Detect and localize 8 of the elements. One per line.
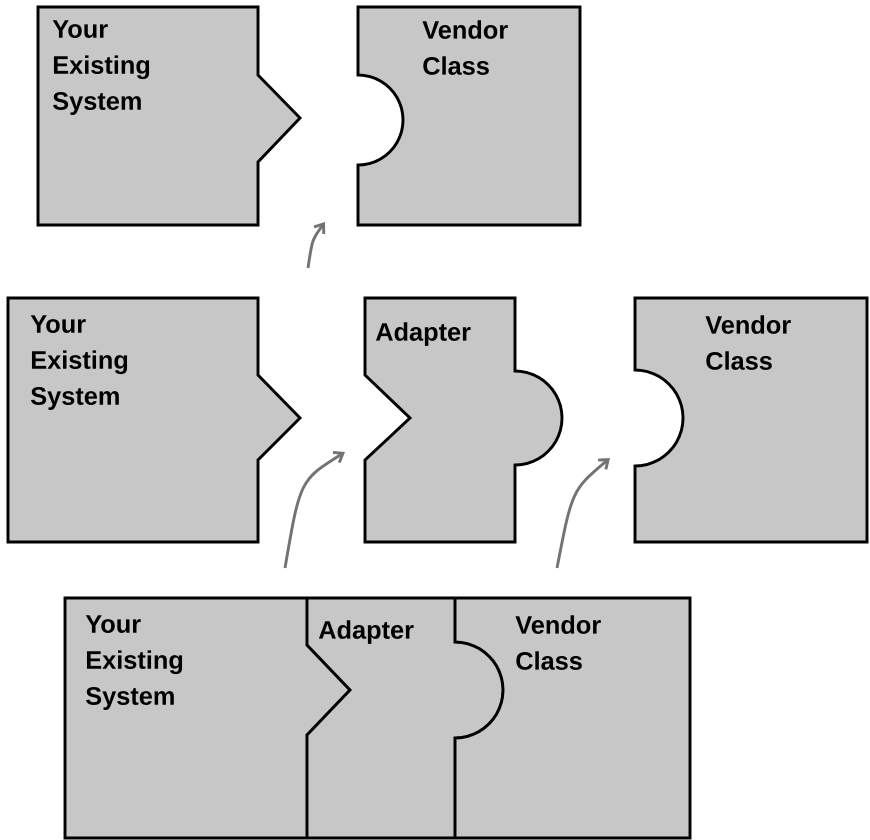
puzzle-piece: Your Existing System (36, 6, 302, 226)
puzzle-piece: Vendor Class (454, 596, 692, 840)
puzzle-piece: Your Existing System (6, 296, 302, 544)
puzzle-piece: Vendor Class (356, 6, 582, 226)
node-label: Your Existing System (86, 615, 182, 710)
puzzle-piece: Vendor Class (634, 296, 868, 544)
puzzle-piece: Adapter (364, 296, 564, 544)
puzzle-piece: Adapter (306, 596, 504, 840)
